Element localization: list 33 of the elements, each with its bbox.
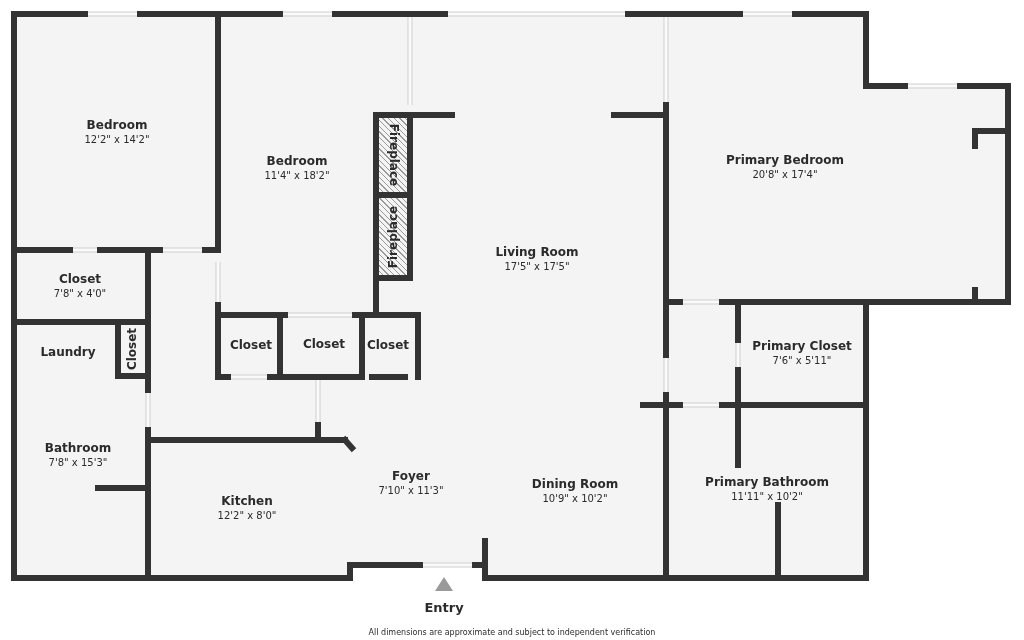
room-dimensions: 12'2" x 14'2"	[84, 133, 150, 146]
fireplace	[379, 198, 408, 276]
room-name: Fireplace	[385, 205, 401, 269]
room-dimensions: 7'8" x 4'0"	[53, 287, 107, 300]
room-name: Bedroom	[85, 118, 149, 133]
room-dimensions: 10'9" x 10'2"	[541, 492, 609, 505]
room-name: Living Room	[495, 245, 579, 260]
room-name: Primary Bedroom	[725, 153, 845, 168]
fireplace	[379, 118, 408, 193]
room-name: Closet	[124, 327, 140, 371]
room-dimensions: 7'8" x 15'3"	[47, 456, 109, 469]
room-dimensions: 12'2" x 8'0"	[217, 509, 277, 522]
room-name: Dining Room	[531, 477, 619, 492]
room-dimensions: 17'5" x 17'5"	[503, 260, 571, 273]
room-dimensions: 20'8" x 17'4"	[751, 168, 819, 181]
room-name: Closet	[302, 336, 346, 352]
room-name: Foyer	[391, 469, 431, 484]
entry-label: Entry	[424, 599, 464, 615]
room-name: Fireplace	[385, 123, 401, 187]
room-name: Laundry	[40, 344, 96, 360]
disclaimer-note: All dimensions are approximate and subject to independent verification	[368, 627, 656, 637]
room-name: Bedroom	[265, 154, 329, 169]
room-name: Primary Closet	[752, 339, 852, 354]
room-dimensions: 7'10" x 11'3"	[378, 484, 444, 497]
room-dimensions: 11'11" x 10'2"	[730, 490, 804, 503]
room-name: Kitchen	[220, 494, 274, 509]
room-dimensions: 7'6" x 5'11"	[771, 354, 833, 367]
room-name: Closet	[57, 272, 103, 287]
room-name: Bathroom	[44, 441, 112, 456]
room-name: Closet	[229, 337, 273, 353]
room-name: Closet	[366, 337, 410, 353]
room-name: Primary Bathroom	[705, 475, 829, 490]
room-dimensions: 11'4" x 18'2"	[264, 169, 330, 182]
